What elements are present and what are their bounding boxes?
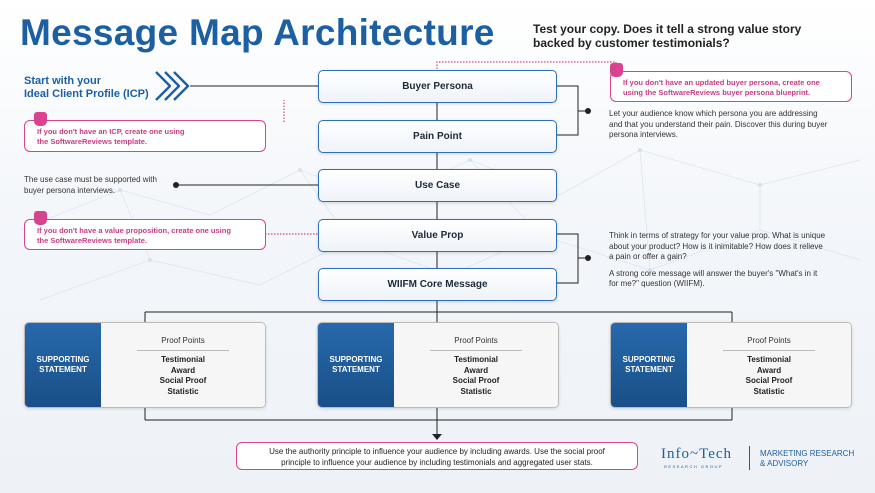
- supporting-label-line2: STATEMENT: [625, 365, 673, 374]
- infotech-logo: Info~Tech: [661, 446, 733, 462]
- valueprop-explanation-line4: A strong core message will answer the bu…: [609, 268, 818, 278]
- persona-blueprint-note-line1: If you don't have an updated buyer perso…: [623, 78, 820, 87]
- chevron-right-icon: [155, 71, 190, 101]
- hand-pointer-icon: [34, 112, 47, 126]
- valueprop-template-note: If you don't have a value proposition, c…: [24, 219, 266, 250]
- persona-blueprint-note-line2: using the SoftwareReviews buyer persona …: [623, 88, 811, 97]
- icp-label-line2: Ideal Client Profile (ICP): [24, 88, 149, 100]
- persona-explanation-line3: persona interviews.: [609, 130, 678, 139]
- supporting-label-line1: SUPPORTING: [36, 355, 90, 364]
- icp-label: Start with your Ideal Client Profile (IC…: [24, 75, 149, 101]
- authority-note-line2: principle to influence your audience by …: [281, 458, 593, 467]
- hand-pointer-icon: [34, 211, 47, 225]
- usecase-explanation: The use case must be supported with buye…: [24, 175, 174, 196]
- flow-value-prop: Value Prop: [318, 219, 557, 252]
- authority-note-line1: Use the authority principle to influence…: [269, 447, 605, 456]
- divider: [430, 350, 522, 351]
- proof-item: Statistic: [167, 386, 199, 396]
- valueprop-explanation-line2: about your product? How is it inimitable…: [609, 241, 823, 251]
- icp-template-note: If you don't have an ICP, create one usi…: [24, 120, 266, 152]
- proof-item: Statistic: [460, 386, 492, 396]
- persona-blueprint-note: If you don't have an updated buyer perso…: [610, 71, 852, 102]
- bullet-dot: [585, 255, 591, 261]
- infotech-logo-tagline: RESEARCH GROUP: [664, 464, 724, 469]
- proof-item: Testimonial: [747, 355, 791, 364]
- authority-principle-note: Use the authority principle to influence…: [236, 442, 638, 470]
- logo-divider: [749, 446, 750, 470]
- arrow-down-icon: [432, 434, 442, 440]
- persona-explanation-line1: Let your audience know which persona you…: [609, 109, 818, 118]
- proof-points-title: Proof Points: [747, 336, 791, 345]
- proof-points-panel: Proof Points Testimonial Award Social Pr…: [101, 323, 265, 407]
- proof-item: Social Proof: [745, 376, 793, 385]
- divider: [137, 350, 229, 351]
- division-label-line1: MARKETING RESEARCH: [760, 449, 855, 458]
- valueprop-explanation-line5: for me?" question (WIIFM).: [609, 279, 705, 288]
- usecase-explanation-line1: The use case must be supported with: [24, 175, 157, 184]
- bullet-dot: [173, 182, 179, 188]
- page-subtitle: Test your copy. Does it tell a strong va…: [533, 22, 802, 50]
- division-label-line2: & ADVISORY: [760, 459, 809, 468]
- flow-buyer-persona: Buyer Persona: [318, 70, 557, 103]
- supporting-label-line2: STATEMENT: [39, 365, 87, 374]
- flow-pain-point: Pain Point: [318, 120, 557, 153]
- supporting-label-line1: SUPPORTING: [622, 355, 676, 364]
- supporting-label-line1: SUPPORTING: [329, 355, 383, 364]
- proof-item: Statistic: [753, 386, 785, 396]
- proof-item: Social Proof: [159, 376, 207, 385]
- bracket-persona-pain: [555, 85, 579, 136]
- page-title: Message Map Architecture: [20, 12, 495, 53]
- proof-item: Testimonial: [161, 355, 205, 364]
- valueprop-template-note-line1: If you don't have a value proposition, c…: [37, 226, 231, 235]
- proof-item: Award: [463, 365, 489, 375]
- valueprop-template-note-line2: the SoftwareReviews template.: [37, 236, 148, 245]
- valueprop-explanation-line3: a pain or offer a gain?: [609, 252, 687, 261]
- bracket-valueprop-wiifm: [555, 233, 579, 284]
- division-label: MARKETING RESEARCH & ADVISORY: [760, 449, 854, 469]
- usecase-explanation-line2: buyer persona interviews.: [24, 185, 116, 195]
- hand-pointer-icon: [610, 63, 623, 77]
- proof-item: Award: [756, 365, 782, 375]
- flow-use-case: Use Case: [318, 169, 557, 202]
- valueprop-explanation: Think in terms of strategy for your valu…: [609, 231, 859, 290]
- icp-template-note-line1: If you don't have an ICP, create one usi…: [37, 127, 185, 136]
- persona-explanation: Let your audience know which persona you…: [609, 109, 859, 141]
- bullet-dot: [585, 108, 591, 114]
- flow-wiifm-core-message: WIIFM Core Message: [318, 268, 557, 301]
- proof-item: Testimonial: [454, 355, 498, 364]
- valueprop-explanation-line1: Think in terms of strategy for your valu…: [609, 231, 826, 240]
- proof-item: Award: [170, 365, 196, 375]
- persona-explanation-line2: and that you understand their pain. Disc…: [609, 119, 828, 129]
- supporting-label-line2: STATEMENT: [332, 365, 380, 374]
- proof-item: Social Proof: [452, 376, 500, 385]
- proof-points-title: Proof Points: [454, 336, 498, 345]
- proof-points-panel: Proof Points Testimonial Award Social Pr…: [394, 323, 558, 407]
- proof-points-title: Proof Points: [161, 336, 205, 345]
- proof-points-panel: Proof Points Testimonial Award Social Pr…: [687, 323, 851, 407]
- icp-label-line1: Start with your: [24, 75, 102, 87]
- divider: [723, 350, 815, 351]
- icp-template-note-line2: the SoftwareReviews template.: [37, 137, 148, 146]
